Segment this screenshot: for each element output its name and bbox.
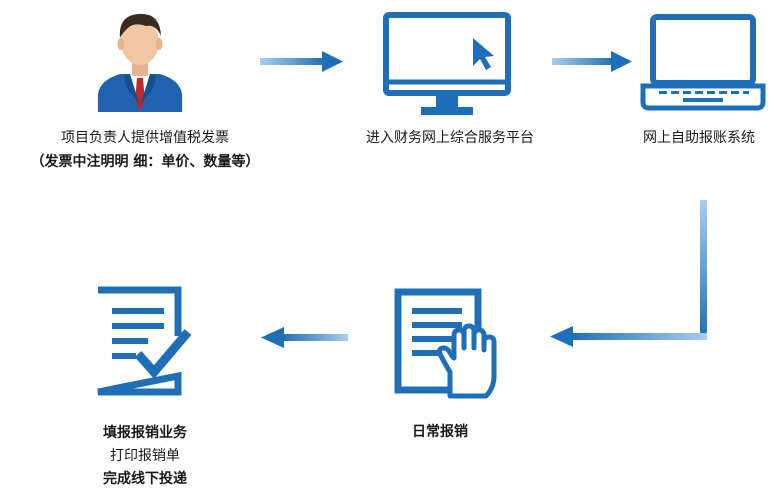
document-check-icon [97, 286, 192, 396]
label-monitor: 进入财务网上综合服务平台 [366, 130, 534, 146]
label-person-line1: 项目负责人提供增值税发票 [61, 130, 229, 146]
label-handdoc: 日常报销 [412, 424, 468, 440]
label-checkdoc-line2: 打印报销单 [110, 448, 180, 464]
label-checkdoc-line1: 填报报销业务 [103, 425, 187, 441]
label-laptop: 网上自助报账系统 [643, 130, 755, 146]
label-checkdoc-line3: 完成线下投递 [103, 471, 187, 487]
monitor-icon [383, 12, 511, 115]
person-icon [98, 13, 182, 112]
label-person-line2: （发票中注明明 细：单价、数量等） [30, 154, 260, 170]
document-hand-icon [394, 288, 497, 399]
laptop-icon [640, 14, 766, 111]
